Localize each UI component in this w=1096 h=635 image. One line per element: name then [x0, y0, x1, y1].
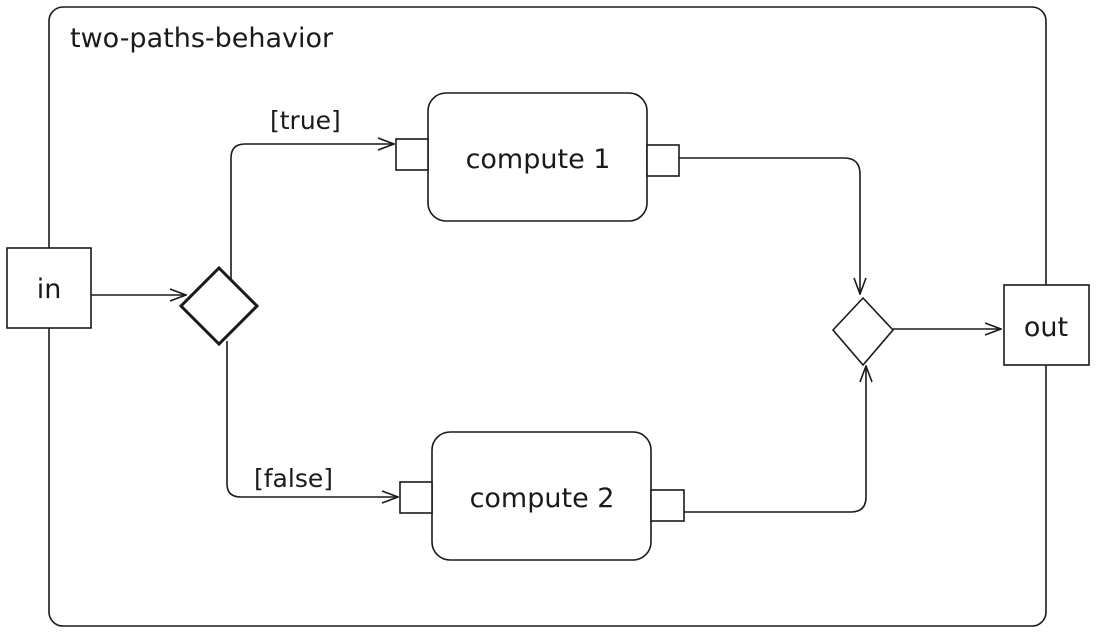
- activity-title: two-paths-behavior: [70, 23, 334, 54]
- compute-1-output-pin[interactable]: [646, 144, 680, 177]
- merge-node[interactable]: [831, 296, 895, 367]
- compute-1-input-pin[interactable]: [395, 138, 429, 171]
- compute-2-output-pin[interactable]: [650, 489, 685, 522]
- compute-1-label: compute 1: [466, 144, 611, 175]
- flow-false-branch[interactable]: [226, 341, 398, 497]
- flow-true-branch[interactable]: [230, 144, 394, 281]
- decision-node[interactable]: [178, 265, 260, 347]
- flow-compute-2-to-merge[interactable]: [684, 366, 866, 513]
- flow-compute-1-to-merge[interactable]: [679, 157, 860, 294]
- compute-2-input-pin[interactable]: [399, 481, 433, 514]
- input-parameter-label: in: [37, 274, 62, 305]
- true-guard-label: [true]: [270, 106, 341, 135]
- false-guard-label: [false]: [254, 464, 333, 493]
- compute-2-label: compute 2: [470, 483, 615, 514]
- output-parameter-node[interactable]: [1003, 284, 1090, 366]
- input-parameter-node[interactable]: [6, 247, 92, 329]
- output-parameter-label: out: [1024, 312, 1068, 343]
